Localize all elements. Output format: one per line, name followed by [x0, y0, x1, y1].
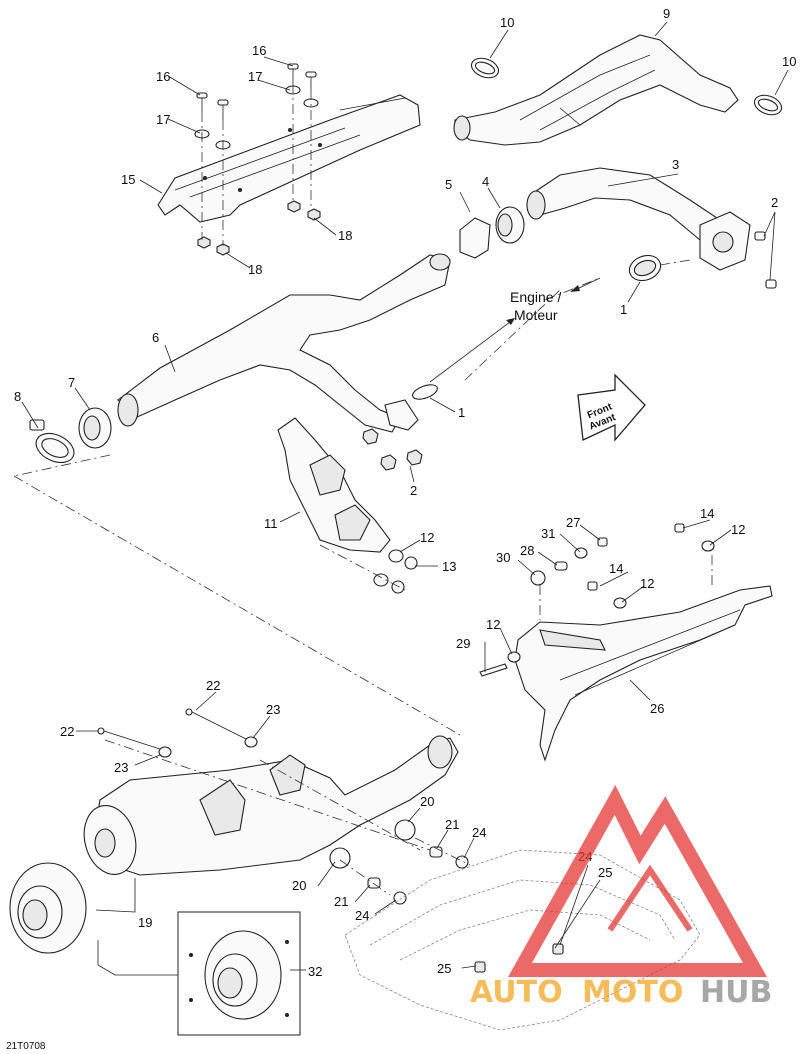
callout-12: 12 — [731, 522, 745, 537]
callout-1: 1 — [458, 405, 465, 420]
callout-12: 12 — [486, 617, 500, 632]
callout-32: 32 — [308, 964, 322, 979]
callout-5: 5 — [445, 177, 452, 192]
callout-30: 30 — [496, 550, 510, 565]
callout-11: 11 — [264, 516, 278, 531]
heat-shield-fasteners — [194, 63, 321, 256]
frame-ghost — [344, 849, 701, 1031]
callout-1: 1 — [620, 302, 627, 317]
watermark-moto: MOTO — [582, 975, 683, 1010]
callout-3: 3 — [672, 157, 679, 172]
callout-18: 18 — [338, 228, 352, 243]
callout-25: 25 — [437, 961, 451, 976]
heat-shield-top — [157, 94, 421, 223]
callout-26: 26 — [650, 701, 664, 716]
callout-29: 29 — [456, 636, 470, 651]
shield-hardware — [362, 428, 423, 594]
resonator-clamps — [470, 57, 783, 116]
callout-21: 21 — [334, 894, 348, 909]
callout-20: 20 — [292, 878, 306, 893]
callout-20: 20 — [420, 794, 434, 809]
sleeve-and-clamp — [29, 407, 112, 464]
engine-arrows — [429, 277, 601, 383]
callout-24: 24 — [472, 825, 486, 840]
callout-17: 17 — [156, 112, 170, 127]
exhaust-y-pipe — [117, 253, 451, 433]
diagram-id: 21T0708 — [6, 1041, 46, 1052]
front-direction-arrow: Front Avant — [577, 373, 646, 442]
callout-6: 6 — [152, 330, 159, 345]
sealing-rings — [459, 206, 777, 289]
tail-cap-kit-box — [177, 911, 301, 1036]
callout-15: 15 — [121, 172, 135, 187]
callout-leaders — [21, 21, 789, 976]
engine-label-line1: Engine / — [510, 289, 561, 305]
callout-12: 12 — [640, 576, 654, 591]
callout-14: 14 — [700, 506, 714, 521]
rear-shield-hardware — [479, 523, 715, 677]
muffler-endcap — [9, 862, 87, 954]
callout-21: 21 — [445, 817, 459, 832]
callout-2: 2 — [410, 483, 417, 498]
callout-2: 2 — [771, 195, 778, 210]
callout-16: 16 — [252, 43, 266, 58]
callout-23: 23 — [114, 760, 128, 775]
callout-27: 27 — [566, 515, 580, 530]
callout-28: 28 — [520, 543, 534, 558]
watermark-auto: AUTO — [470, 975, 563, 1010]
callout-31: 31 — [541, 526, 555, 541]
heat-shield-lower — [277, 417, 391, 553]
watermark-hub: HUB — [700, 975, 772, 1010]
callout-23: 23 — [266, 702, 280, 717]
callout-16: 16 — [156, 69, 170, 84]
callout-17: 17 — [248, 69, 262, 84]
callout-8: 8 — [14, 389, 21, 404]
callout-4: 4 — [482, 174, 489, 189]
callout-22: 22 — [206, 678, 220, 693]
exhaust-pipe-front — [526, 167, 751, 271]
muffler — [83, 735, 459, 876]
heat-shield-rear — [514, 585, 773, 762]
engine-label-line2: Moteur — [514, 307, 558, 323]
callout-25: 25 — [598, 865, 612, 880]
callout-24: 24 — [355, 908, 369, 923]
callout-10: 10 — [782, 54, 796, 69]
resonator-duct — [453, 34, 739, 146]
callout-7: 7 — [68, 375, 75, 390]
callout-10: 10 — [500, 15, 514, 30]
callout-14: 14 — [609, 561, 623, 576]
callout-9: 9 — [663, 6, 670, 21]
callout-22: 22 — [60, 724, 74, 739]
gasket — [412, 384, 438, 400]
callout-12: 12 — [420, 530, 434, 545]
callout-13: 13 — [442, 559, 456, 574]
connection-lines — [13, 277, 601, 896]
callout-19: 19 — [138, 915, 152, 930]
callout-18: 18 — [248, 262, 262, 277]
watermark-logo: AUTO MOTO HUB — [470, 785, 772, 1010]
